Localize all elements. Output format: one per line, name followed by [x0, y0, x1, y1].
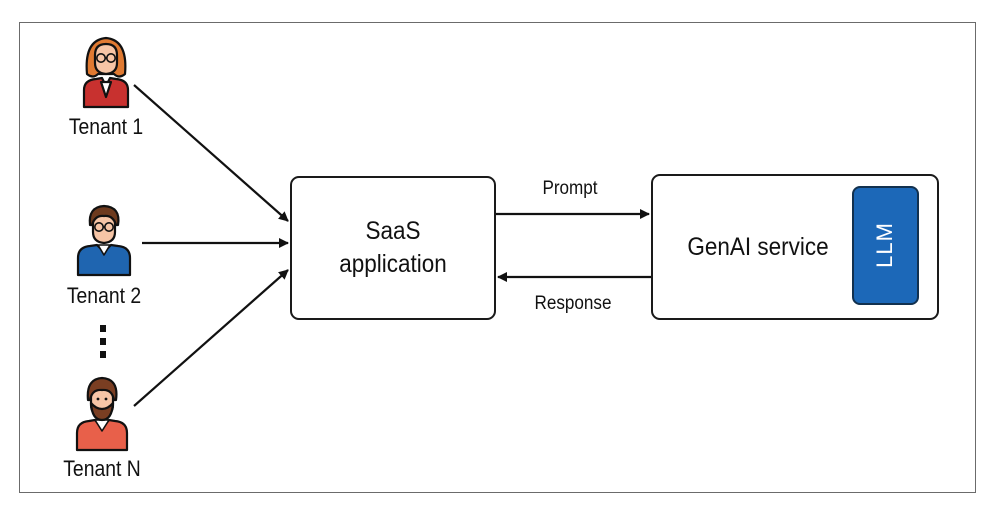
response-label: Response: [534, 293, 612, 314]
man-with-glasses-avatar-icon: [76, 204, 132, 277]
llm-label: LLM: [872, 222, 897, 268]
tenant-n-arrow: [133, 269, 289, 407]
bearded-man-avatar-icon: [75, 376, 129, 452]
saas-label-line-2: application: [339, 250, 447, 278]
saas-label-line-1: SaaS: [365, 217, 421, 245]
llm-block: LLM: [852, 186, 919, 305]
tenant-2-label: Tenant 2: [66, 283, 142, 308]
woman-with-glasses-avatar-icon: [82, 36, 130, 109]
vertical-ellipsis-icon: [100, 325, 106, 358]
tenant-n-label: Tenant N: [63, 456, 141, 481]
diagram-frame: [19, 22, 976, 493]
genai-service-label: GenAI service: [687, 233, 829, 261]
prompt-label: Prompt: [542, 178, 598, 199]
saas-application-box: SaaS application: [290, 176, 496, 320]
tenant-1-arrow: [133, 84, 289, 222]
tenant-1-label: Tenant 1: [68, 114, 144, 139]
